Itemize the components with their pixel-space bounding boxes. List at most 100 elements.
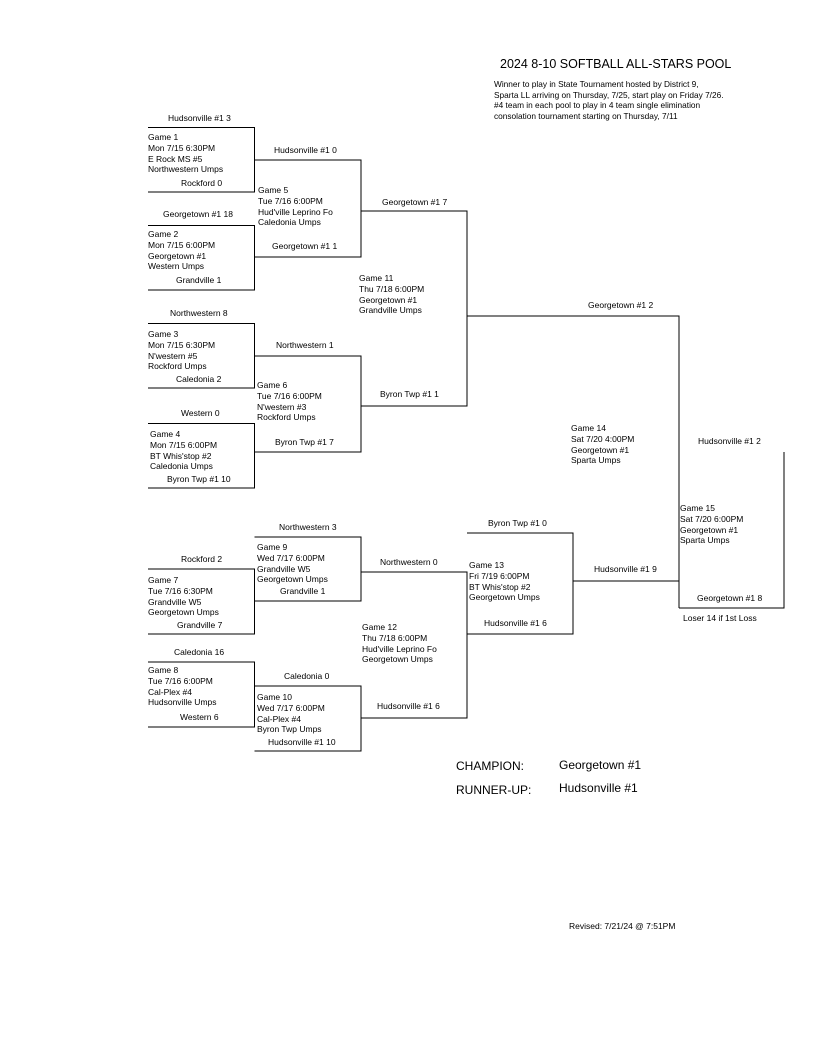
game-1-umpires: Northwestern Umps — [148, 164, 224, 174]
game-10-label: Game 10 — [257, 692, 292, 702]
game-6-label: Game 6 — [257, 380, 288, 390]
game-5-top-team: Hudsonville #1 0 — [274, 145, 337, 155]
game-6-top-team: Northwestern 1 — [276, 340, 334, 350]
game-11-label: Game 11 — [359, 273, 394, 283]
revised-timestamp: Revised: 7/21/24 @ 7:51PM — [569, 921, 676, 931]
tournament-note-line-1: Winner to play in State Tournament hoste… — [494, 79, 699, 89]
game-5-location: Hud'ville Leprino Fo — [258, 206, 333, 217]
game-10-top-team: Caledonia 0 — [284, 671, 330, 681]
game-15-top-team: Hudsonville #1 2 — [698, 436, 761, 446]
game-2-label: Game 2 — [148, 229, 179, 239]
game-5-umpires: Caledonia Umps — [258, 217, 321, 227]
game-2-top-team: Georgetown #1 18 — [163, 209, 233, 219]
game-6-bottom-team: Byron Twp #1 7 — [275, 437, 334, 447]
runner-up-label: RUNNER-UP: — [456, 783, 532, 797]
game-14-label: Game 14 — [571, 423, 606, 433]
game-11-umpires: Grandville Umps — [359, 305, 422, 315]
game-3-bottom-team: Caledonia 2 — [176, 374, 222, 384]
game-13-bracket — [467, 532, 574, 635]
game-3-umpires: Rockford Umps — [148, 361, 207, 371]
game-8-top-team: Caledonia 16 — [174, 647, 225, 657]
game-11-datetime: Thu 7/18 6:00PM — [359, 284, 425, 294]
game-5-bottom-team: Georgetown #1 1 — [272, 241, 338, 251]
game-3-location: N'western #5 — [148, 350, 198, 361]
game-8-bottom-team: Western 6 — [180, 712, 219, 722]
game-13-top-team: Byron Twp #1 0 — [488, 518, 547, 528]
game-6-location: N'western #3 — [257, 401, 307, 412]
game-3-label: Game 3 — [148, 329, 179, 339]
game-8-umpires: Hudsonville Umps — [148, 697, 217, 707]
game-11-bracket — [361, 210, 468, 407]
game-8-datetime: Tue 7/16 6:00PM — [148, 676, 213, 686]
game-14-location: Georgetown #1 — [571, 444, 630, 455]
game-13-location: BT Whis'stop #2 — [469, 581, 531, 592]
game-15-bottom-team: Georgetown #1 8 — [697, 593, 763, 603]
game-12-bracket — [361, 571, 468, 719]
game-6-umpires: Rockford Umps — [257, 412, 316, 422]
game-1-bottom-team: Rockford 0 — [181, 178, 223, 188]
game-15-label: Game 15 — [680, 503, 715, 513]
champion-team: Georgetown #1 — [559, 758, 642, 772]
game-2-bracket — [148, 225, 255, 291]
game-14-bottom-team: Hudsonville #1 9 — [594, 564, 657, 574]
game-7-umpires: Georgetown Umps — [148, 607, 219, 617]
game-2-datetime: Mon 7/15 6:00PM — [148, 240, 216, 250]
game-4-datetime: Mon 7/15 6:00PM — [150, 440, 218, 450]
runner-up-team: Hudsonville #1 — [559, 781, 638, 795]
game-6-datetime: Tue 7/16 6:00PM — [257, 391, 322, 401]
game-4-label: Game 4 — [150, 429, 181, 439]
game-13-bottom-team: Hudsonville #1 6 — [484, 618, 547, 628]
game-15-location: Georgetown #1 — [680, 524, 739, 535]
game-10-bottom-team: Hudsonville #1 10 — [268, 737, 336, 747]
game-11-bottom-team: Byron Twp #1 1 — [380, 389, 439, 399]
game-15-datetime: Sat 7/20 6:00PM — [680, 514, 744, 524]
game-1-datetime: Mon 7/15 6:30PM — [148, 143, 216, 153]
game-6-bracket — [254, 355, 362, 453]
game-9-label: Game 9 — [257, 542, 288, 552]
game-9-datetime: Wed 7/17 6:00PM — [257, 553, 325, 563]
game-2-bottom-team: Grandville 1 — [176, 275, 222, 285]
tournament-note-line-3: #4 team in each pool to play in 4 team s… — [494, 100, 701, 110]
game-12-bottom-team: Hudsonville #1 6 — [377, 701, 440, 711]
game-4-bottom-team: Byron Twp #1 10 — [167, 474, 231, 484]
game-8-bracket — [148, 661, 255, 728]
game-12-umpires: Georgetown Umps — [362, 654, 433, 664]
game-10-umpires: Byron Twp Umps — [257, 724, 322, 734]
game-8-label: Game 8 — [148, 665, 179, 675]
game-4-umpires: Caledonia Umps — [150, 461, 213, 471]
game-1-location: E Rock MS #5 — [148, 153, 203, 164]
game-13-umpires: Georgetown Umps — [469, 592, 540, 602]
game-7-bottom-team: Grandville 7 — [177, 620, 223, 630]
tournament-note-line-2: Sparta LL arriving on Thursday, 7/25, st… — [494, 89, 724, 100]
game-14-bracket — [467, 315, 680, 582]
game-7-top-team: Rockford 2 — [181, 554, 223, 564]
game-12-datetime: Thu 7/18 6:00PM — [362, 633, 428, 643]
page-title: 2024 8-10 SOFTBALL ALL-STARS POOL — [500, 57, 732, 71]
game-2-location: Georgetown #1 — [148, 250, 207, 261]
game-11-location: Georgetown #1 — [359, 294, 418, 305]
game-13-datetime: Fri 7/19 6:00PM — [469, 571, 530, 581]
game-1-label: Game 1 — [148, 132, 179, 142]
game-15-bracket — [678, 452, 785, 609]
game-5-bracket — [254, 159, 362, 258]
game-14-datetime: Sat 7/20 4:00PM — [571, 434, 635, 444]
game-9-top-team: Northwestern 3 — [279, 522, 337, 532]
game-9-location: Grandville W5 — [257, 563, 311, 574]
game-13-label: Game 13 — [469, 560, 504, 570]
game-9-bottom-team: Grandville 1 — [280, 586, 326, 596]
game-10-datetime: Wed 7/17 6:00PM — [257, 703, 325, 713]
game-12-top-team: Northwestern 0 — [380, 557, 438, 567]
game-7-label: Game 7 — [148, 575, 179, 585]
game-3-top-team: Northwestern 8 — [170, 308, 228, 318]
game-2-umpires: Western Umps — [148, 261, 205, 271]
game-4-location: BT Whis'stop #2 — [150, 450, 212, 461]
game-5-datetime: Tue 7/16 6:00PM — [258, 196, 323, 206]
game-12-location: Hud'ville Leprino Fo — [362, 643, 437, 654]
game-5-label: Game 5 — [258, 185, 289, 195]
game-15-note: Loser 14 if 1st Loss — [683, 613, 757, 623]
game-11-top-team: Georgetown #1 7 — [382, 197, 448, 207]
tournament-note-line-4: consolation tournament starting on Thurs… — [494, 110, 678, 121]
game-14-umpires: Sparta Umps — [571, 455, 621, 465]
champion-label: CHAMPION: — [456, 759, 525, 773]
game-3-datetime: Mon 7/15 6:30PM — [148, 340, 216, 350]
